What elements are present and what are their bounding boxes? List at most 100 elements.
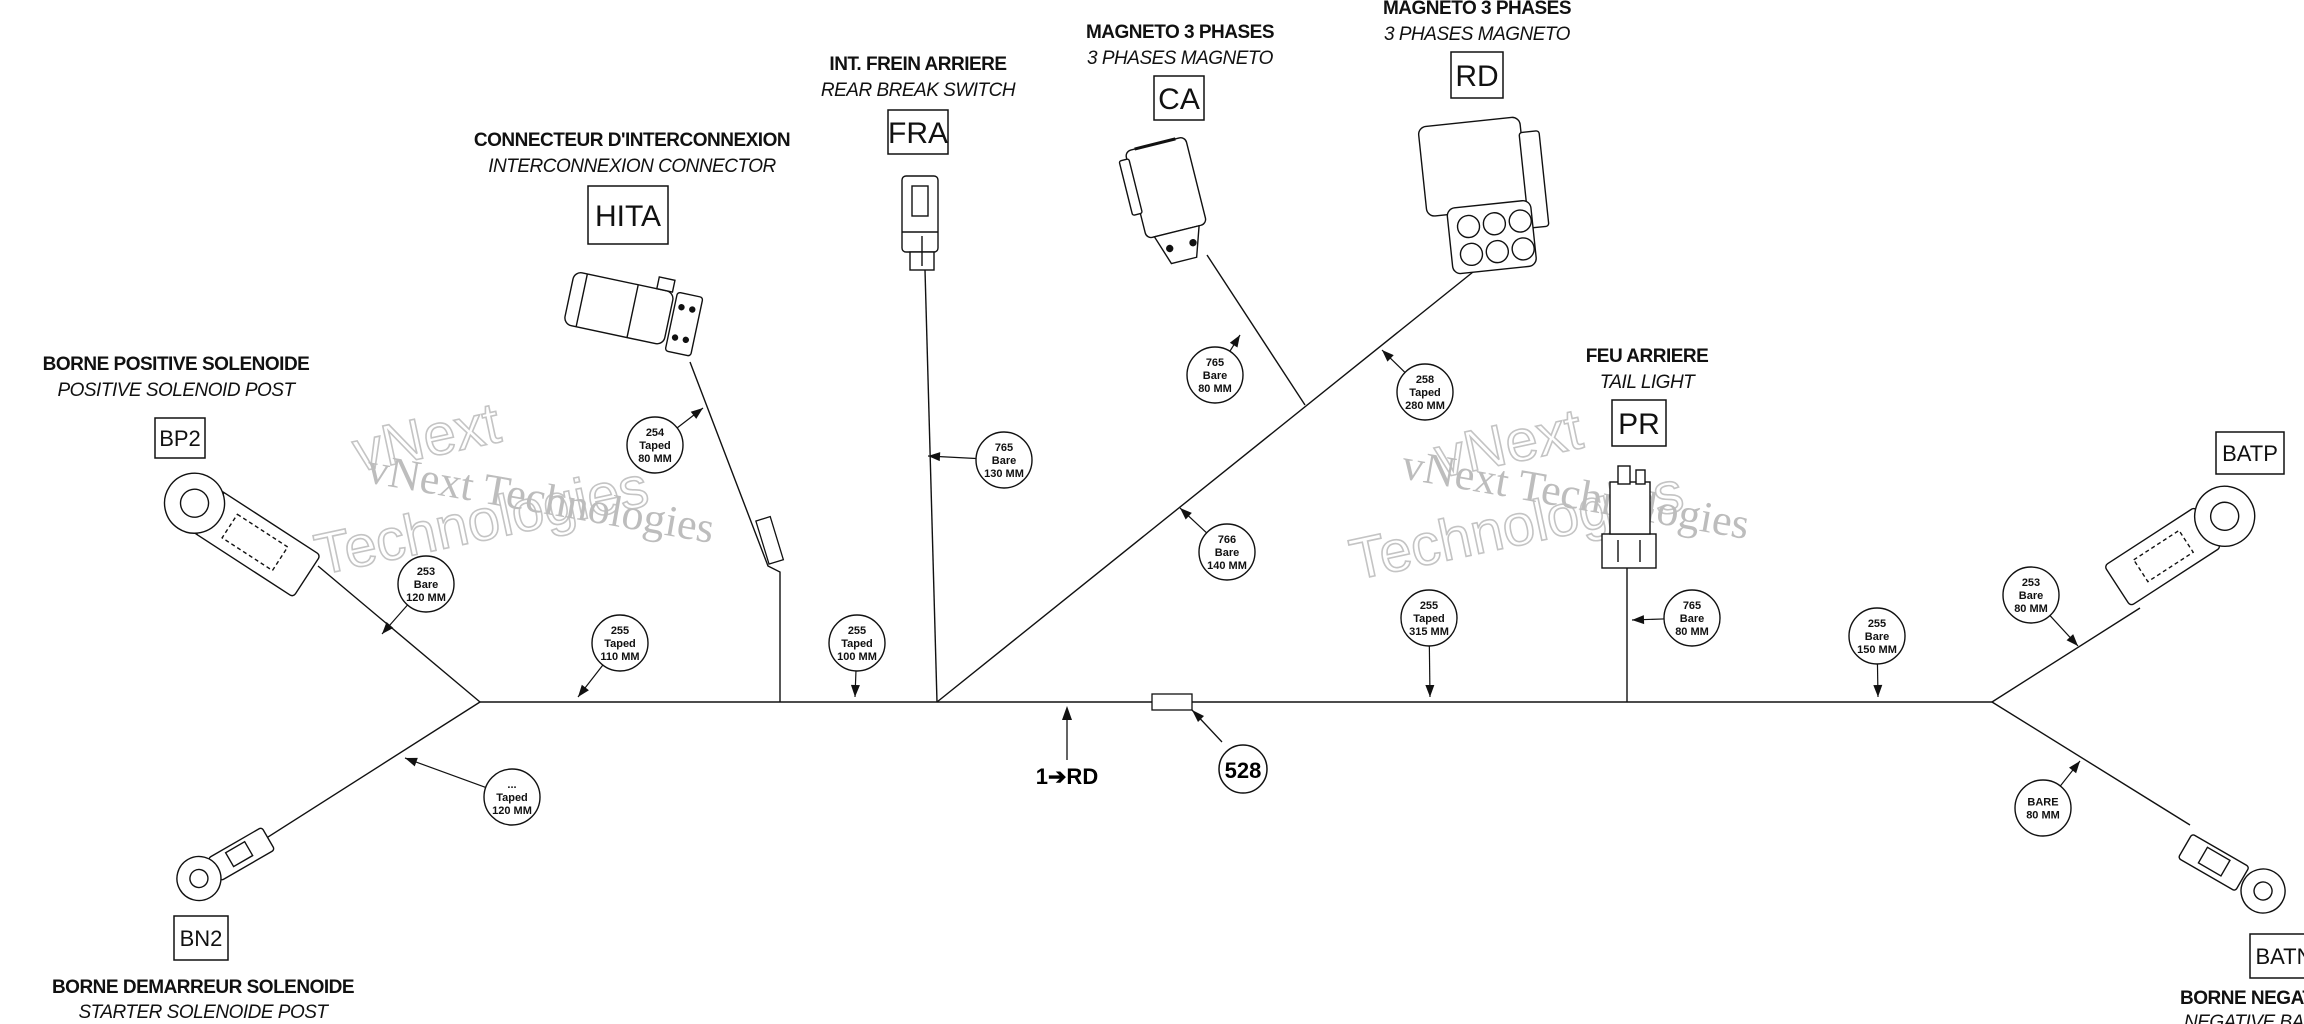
- bp2-ring-terminal-icon: [163, 472, 320, 597]
- batn-subtitle: NEGATIVE BAT: [2184, 1012, 2304, 1024]
- callout-text: 80 MM: [2014, 603, 2048, 615]
- callout-arrowhead: [1180, 508, 1192, 520]
- ca-subtitle: 3 PHASES MAGNETO: [1087, 48, 1274, 69]
- callout-text: 110 MM: [600, 651, 639, 663]
- bn2-code: BN2: [180, 926, 223, 951]
- callout-text: 120 MM: [406, 592, 446, 604]
- callout-text: 140 MM: [1207, 560, 1247, 572]
- harness-wires: [234, 254, 2191, 859]
- callout-text: 765: [1683, 600, 1701, 612]
- pr-subtitle: TAIL LIGHT: [1600, 372, 1696, 393]
- callout-circle: [591, 614, 649, 672]
- watermark-group: vNext Technologies vNext Technologies vN…: [308, 390, 1753, 594]
- callout-arrowhead: [1632, 615, 1645, 625]
- pr-label-group: FEU ARRIERE TAIL LIGHT PR: [1586, 346, 1709, 447]
- callout-arrowhead: [1229, 335, 1240, 348]
- callout-text: 315 MM: [1409, 626, 1449, 638]
- callout-text: 766: [1218, 534, 1236, 546]
- rd-subtitle: 3 PHASES MAGNETO: [1384, 24, 1571, 45]
- callout-arrowhead: [928, 452, 941, 462]
- callout-text: 130 MM: [984, 468, 1024, 480]
- callout-circle: [1663, 589, 1721, 647]
- bn2-subtitle: STARTER SOLENOIDE POST: [78, 1002, 329, 1023]
- pr-code-box: [1611, 399, 1667, 447]
- callout-arrowhead: [690, 408, 703, 419]
- bn2-code-box: [173, 915, 229, 961]
- callout-text: 253: [2022, 577, 2040, 589]
- batn-code-box: [2249, 933, 2304, 979]
- fra-label-group: INT. FREIN ARRIERE REAR BREAK SWITCH FRA: [821, 54, 1016, 155]
- batn-title: BORNE NEGATIV: [2180, 988, 2304, 1009]
- callout-text: 765: [995, 442, 1013, 454]
- branch-wire-rd: [936, 267, 1479, 703]
- callout-circle: [1198, 523, 1256, 581]
- ca-code: CA: [1158, 83, 1200, 116]
- rd-reference-label: 1➔RD: [1036, 764, 1098, 789]
- callout-text: Bare: [992, 455, 1016, 467]
- branch-wire-hita: [689, 361, 781, 702]
- callout-circle: [1186, 346, 1244, 404]
- callout-text: 100 MM: [837, 651, 877, 663]
- callout-text: 150 MM: [1857, 644, 1897, 656]
- branch-wire-batn: [1991, 701, 2191, 826]
- callout-circle: [397, 555, 455, 613]
- bp2-subtitle: POSITIVE SOLENOID POST: [57, 380, 296, 401]
- fra-code-box: [887, 109, 949, 155]
- ca-code-box: [1153, 75, 1205, 121]
- callout-circle: [483, 768, 541, 826]
- batp-label-group: BATP: [2215, 431, 2285, 475]
- callout-leader-line: [404, 757, 486, 788]
- callout-text: 255: [1420, 600, 1438, 612]
- callout-arrowhead: [382, 622, 394, 634]
- fra-code: FRA: [888, 117, 948, 150]
- callout-text: Bare: [414, 579, 438, 591]
- hita-title: CONNECTEUR D'INTERCONNEXION: [474, 130, 790, 151]
- pr-title: FEU ARRIERE: [1586, 346, 1709, 367]
- bn2-title: BORNE DEMARREUR SOLENOIDE: [52, 977, 354, 998]
- callout-text: Taped: [496, 792, 528, 804]
- batp-code-box: [2215, 431, 2285, 475]
- batp-ring-terminal-icon: [2105, 485, 2256, 606]
- hita-label-group: CONNECTEUR D'INTERCONNEXION INTERCONNEXI…: [474, 130, 791, 245]
- callout-arrowhead: [2069, 761, 2080, 774]
- callout-arrowhead: [1382, 350, 1394, 362]
- rd-code: RD: [1455, 60, 1498, 93]
- bn2-ring-terminal-icon: [176, 827, 275, 902]
- hita-subtitle: INTERCONNEXION CONNECTOR: [488, 156, 776, 177]
- callout-text: Bare: [1215, 547, 1239, 559]
- callout-circle: [2014, 779, 2072, 837]
- splice-528-marker: 528: [1151, 693, 1268, 794]
- branch-wire-bn2: [234, 701, 481, 859]
- branch-wire-ca: [1206, 254, 1306, 406]
- fra-switch-icon: [901, 175, 939, 271]
- batn-code: BATN: [2255, 944, 2304, 969]
- bp2-code: BP2: [159, 426, 201, 451]
- callout-text: 120 MM: [492, 805, 532, 817]
- branch-wire-fra: [924, 269, 938, 703]
- callout-arrowhead: [2066, 634, 2078, 646]
- bp2-label-group: BORNE POSITIVE SOLENOIDE POSITIVE SOLENO…: [43, 354, 310, 459]
- bp2-title: BORNE POSITIVE SOLENOIDE: [43, 354, 310, 375]
- ca-title: MAGNETO 3 PHASES: [1086, 22, 1274, 43]
- branch-wire-batp: [1991, 607, 2141, 703]
- callout-text: 80 MM: [1198, 383, 1232, 395]
- callout-circle: [828, 614, 886, 672]
- ca-connector-icon: [1118, 137, 1207, 265]
- batn-ring-terminal-icon: [2178, 834, 2286, 914]
- callout-text: Taped: [1413, 613, 1445, 625]
- callout-text: 258: [1416, 374, 1434, 386]
- callout-text: Bare: [1680, 613, 1704, 625]
- pr-code: PR: [1618, 408, 1660, 441]
- callout-text: ...: [507, 779, 516, 791]
- callout-text: Taped: [639, 440, 671, 452]
- callout-text: 80 MM: [1675, 626, 1709, 638]
- callout-text: 765: [1206, 357, 1224, 369]
